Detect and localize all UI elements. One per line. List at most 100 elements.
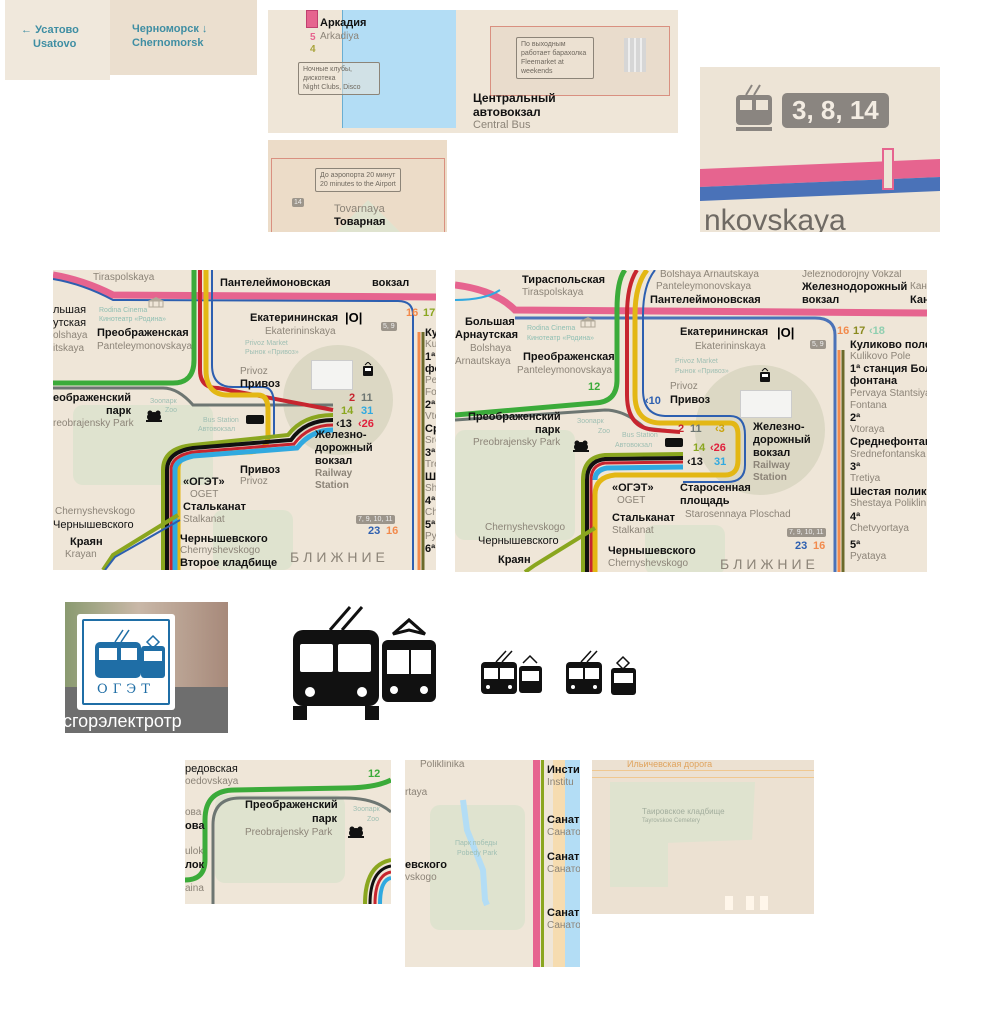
label: Стальканат [183, 501, 246, 513]
station: Sre [425, 435, 436, 446]
station: Pyataya [850, 551, 887, 562]
label: Arnautskaya [455, 356, 511, 367]
station: Pervaya Stantsiya [850, 388, 927, 399]
route-number: 17 [853, 325, 866, 337]
tram-icon [760, 368, 770, 382]
label: Privoz [240, 366, 268, 377]
label: Пантелеймоновская [220, 277, 331, 289]
station: Kul [425, 339, 436, 350]
label: Preobrajensky Park [473, 437, 561, 448]
usatovo-panel: ← Усатово Usatovo [5, 0, 110, 80]
route-number: 23 [795, 540, 808, 552]
cemetery-area [610, 782, 755, 887]
chernomorsk-ru: Черноморск [132, 23, 199, 35]
bus-station-ru-2: автовокзал [473, 105, 541, 119]
route-number: 23 [368, 525, 381, 537]
chernomorsk-direction: Черноморск ↓ [132, 23, 207, 36]
label: вокзал [372, 277, 410, 289]
route-number: ‹3 [715, 423, 725, 435]
station: Санат [547, 814, 580, 826]
label: Преображенский [468, 411, 561, 423]
park-area [430, 805, 525, 930]
label: Екатерининская [680, 326, 769, 338]
park-area [213, 510, 293, 570]
label: Zoo [367, 816, 380, 823]
label: Tiraspolskaya [522, 287, 584, 298]
label: Кан [910, 281, 927, 292]
label: olshaya [53, 330, 88, 341]
station: 5ª [850, 539, 861, 551]
route-number: 11 [361, 392, 373, 404]
label: вокзал [753, 447, 791, 459]
label: Железно- [315, 429, 367, 441]
label: Привоз [670, 394, 711, 406]
station: 5ª [425, 519, 436, 531]
bus-station-ru-1: Центральный [473, 91, 556, 105]
arrow-left-icon: ← [21, 24, 32, 36]
route-number: ‹26 [358, 418, 374, 430]
route-number: 16 [406, 307, 419, 319]
label: Привоз [240, 464, 281, 476]
label: Автовокзал [198, 426, 236, 433]
label: парк [312, 813, 337, 825]
chernomorsk-panel: Черноморск ↓ Chernomorsk [110, 0, 257, 75]
route-number: ‹26 [710, 442, 726, 454]
bus-routes-plate: 7, 9, 10, 11 [787, 528, 826, 537]
label: Rodina Cinema [99, 307, 148, 314]
station: Tre [425, 459, 436, 470]
label: вокзал [802, 294, 840, 306]
label: Pobedy Park [457, 850, 498, 857]
note-ru: По выходным работает барахолка [521, 41, 587, 58]
route-number: 31 [361, 405, 374, 417]
station: Куликово поле [850, 339, 927, 351]
restaurant-icon: |O| [345, 310, 363, 325]
station: 4ª [425, 495, 436, 507]
station: фонтана [850, 375, 898, 387]
trolleybus-tram-logo-icon [95, 629, 165, 678]
arkadia-station-en: Arkadiya [320, 31, 359, 42]
label: Panteleymonovskaya [656, 281, 752, 292]
route-number: ‹18 [869, 325, 885, 337]
route-lines [185, 777, 391, 904]
station: фо [425, 363, 436, 375]
railway-station-building [311, 360, 353, 390]
route-number: 12 [588, 381, 601, 393]
label: Железнодорожный [802, 281, 908, 293]
label: vskogo [405, 872, 437, 883]
trolleybus-and-tram-icon-small-alt [566, 650, 636, 695]
label: reobrajensky Park [53, 418, 134, 429]
bus-station-en: Central Bus [473, 119, 531, 131]
station: Vtoraya [850, 424, 885, 435]
station: 6ª [425, 543, 436, 555]
note-ru: Ночные клубы, дискотека [303, 66, 352, 83]
label: редовская [185, 763, 238, 775]
label: Ekaterininskaya [265, 326, 336, 337]
label: Panteleymonovskaya [517, 365, 613, 376]
label: ulok [185, 846, 204, 857]
trolley-routes-panel: 3, 8, 14 nkovskaya [700, 67, 940, 232]
label: Кинотеатр «Родина» [527, 335, 595, 342]
cemetery-en: Tayrovskoe Cemetery [642, 818, 701, 824]
station: Среднефонтан [850, 436, 927, 448]
label: Кан [910, 294, 927, 306]
cemetery-panel: Ильичевская дорога Таировское кладбище T… [592, 760, 814, 914]
route-number: 16 [386, 525, 399, 537]
trolleybus-and-tram-icon-large [293, 606, 436, 720]
label: Bus Station [622, 432, 658, 439]
station: Institu [547, 777, 574, 788]
label: Рынок «Привоз» [675, 368, 729, 375]
station: Vto [425, 411, 436, 422]
label: Привоз [240, 378, 281, 390]
note-en: 20 minutes to the Airport [320, 181, 396, 189]
park-area [645, 525, 725, 572]
label: Chernyshevskogo [55, 506, 136, 517]
station: 3ª [850, 461, 861, 473]
label: ова [185, 807, 202, 818]
usatovo-direction: ← Усатово [21, 24, 79, 37]
note-en: Night Clubs, Disco [303, 84, 361, 92]
building [760, 896, 768, 910]
label: rtaya [405, 787, 428, 798]
